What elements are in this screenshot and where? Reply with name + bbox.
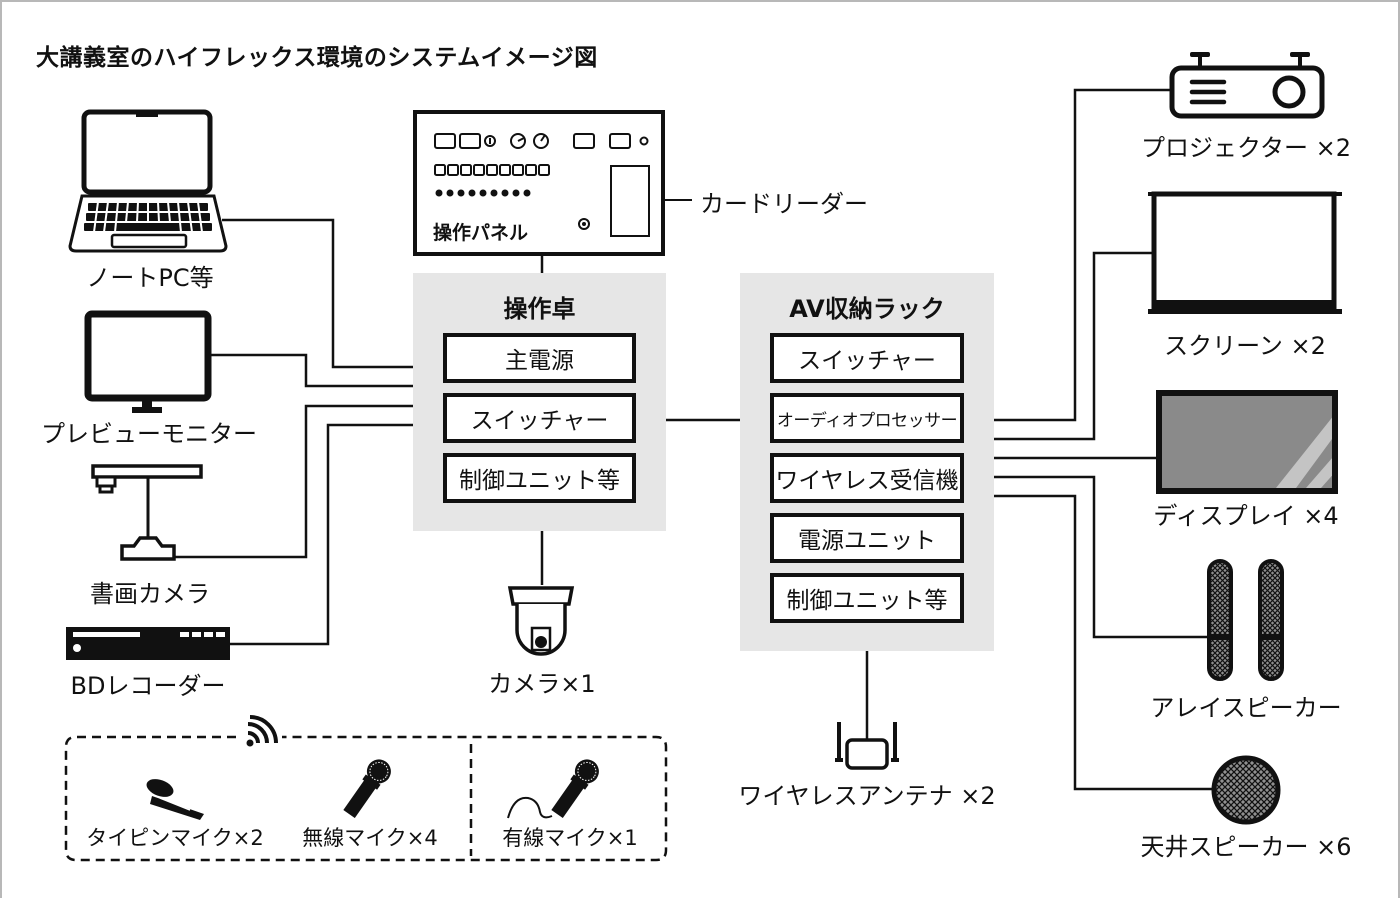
monitor-label: プレビューモニター (41, 420, 257, 448)
rack-unit-switcher: スイッチャー (770, 333, 964, 383)
console-panel: 操作卓 主電源 スイッチャー 制御ユニット等 (413, 273, 666, 531)
control-panel: 操作パネル (413, 110, 665, 256)
antenna-label: ワイヤレスアンテナ ×2 (738, 782, 996, 810)
wireless-antenna-icon (835, 722, 899, 770)
console-title: 操作卓 (503, 295, 576, 323)
camera-label: カメラ×1 (488, 670, 596, 698)
microphone-group-border (64, 735, 668, 862)
document-camera-icon (91, 464, 203, 561)
av-rack-panel: AV収納ラック スイッチャー オーディオプロセッサー ワイヤレス受信機 電源ユニ… (740, 273, 994, 651)
bd-recorder-icon (66, 627, 230, 660)
monitor-icon (84, 310, 212, 413)
screen-icon (1148, 191, 1342, 314)
console-unit-main-power: 主電源 (443, 333, 636, 383)
card-reader-slot (610, 165, 650, 237)
wired-mic-label: 有線マイク×1 (502, 826, 638, 850)
wire-projector (994, 88, 1172, 422)
ptz-camera-icon (507, 586, 575, 656)
diagram-title: 大講義室のハイフレックス環境のシステムイメージ図 (36, 45, 598, 71)
laptop-label: ノートPC等 (86, 264, 214, 292)
wire-bd-recorder (230, 423, 413, 646)
rack-unit-wireless-receiver: ワイヤレス受信機 (770, 453, 964, 503)
array-speaker-icon (1207, 559, 1284, 681)
wire-laptop (222, 218, 413, 369)
av-rack-title: AV収納ラック (789, 295, 945, 323)
bd-recorder-label: BDレコーダー (70, 672, 226, 700)
wireless-signal-icon (246, 715, 278, 747)
console-unit-switcher: スイッチャー (443, 393, 636, 443)
lavalier-mic-label: タイピンマイク×2 (86, 826, 264, 850)
control-panel-label: 操作パネル (433, 222, 529, 244)
rack-unit-power: 電源ユニット (770, 513, 964, 563)
rack-unit-control: 制御ユニット等 (770, 573, 964, 623)
control-panel-controls-icon (434, 133, 650, 237)
wire-screen (994, 251, 1155, 441)
projector-label: プロジェクター ×2 (1140, 134, 1352, 162)
display-label: ディスプレイ ×4 (1153, 502, 1339, 530)
lavalier-mic-icon (146, 779, 204, 820)
card-reader-label: カードリーダー (700, 190, 868, 218)
array-speaker-label: アレイスピーカー (1150, 694, 1342, 722)
document-camera-label: 書画カメラ (90, 580, 210, 608)
wire-ceiling-speaker (994, 494, 1212, 791)
console-unit-control: 制御ユニット等 (443, 453, 636, 503)
screen-label: スクリーン ×2 (1164, 332, 1326, 360)
ceiling-speaker-icon (1211, 755, 1281, 825)
laptop-icon (68, 109, 228, 253)
wire-doc-camera (175, 404, 413, 559)
ceiling-speaker-label: 天井スピーカー ×6 (1140, 833, 1352, 861)
wired-mic-icon (507, 759, 599, 819)
wireless-mic-icon (343, 759, 391, 818)
display-icon (1156, 390, 1338, 494)
projector-icon (1169, 52, 1325, 119)
rack-unit-audio-processor: オーディオプロセッサー (770, 393, 964, 443)
wireless-mic-label: 無線マイク×4 (302, 826, 438, 850)
wire-array-speaker (994, 475, 1210, 639)
wire-monitor (210, 353, 413, 388)
